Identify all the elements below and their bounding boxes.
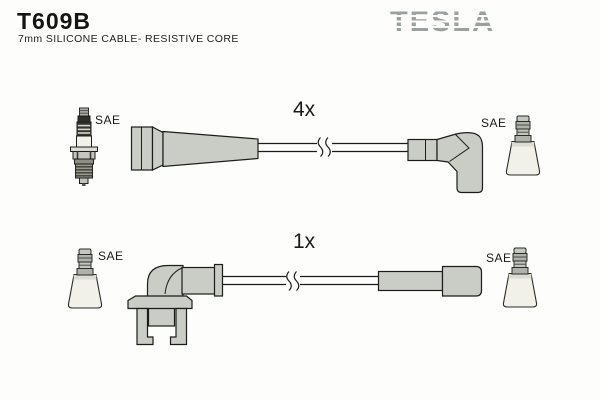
elbow-clip-connector xyxy=(127,263,224,346)
quantity-label-1x: 1x xyxy=(293,230,316,253)
sae-terminal-icon-bottom-left xyxy=(67,248,103,309)
quantity-label-4x: 4x xyxy=(293,98,316,121)
sae-terminal-icon-top-right xyxy=(505,115,541,176)
part-number: T609B xyxy=(17,8,92,34)
cable-line-4x xyxy=(258,137,408,157)
cable-assembly-4x xyxy=(130,126,484,194)
spark-plug-icon xyxy=(70,107,98,186)
sae-label-top-left: SAE xyxy=(95,113,121,127)
sae-label-bottom-left: SAE xyxy=(98,249,124,263)
part-description: 7mm SILICONE CABLE- RESISTIVE CORE xyxy=(18,33,239,45)
straight-connector xyxy=(377,265,483,297)
sae-label-top-right: SAE xyxy=(481,116,507,130)
sae-label-bottom-right: SAE xyxy=(486,251,512,265)
straight-boot-connector xyxy=(130,126,259,171)
elbow-boot-connector xyxy=(407,132,484,194)
cable-assembly-1x xyxy=(127,263,483,346)
cable-line-1x xyxy=(222,271,378,291)
